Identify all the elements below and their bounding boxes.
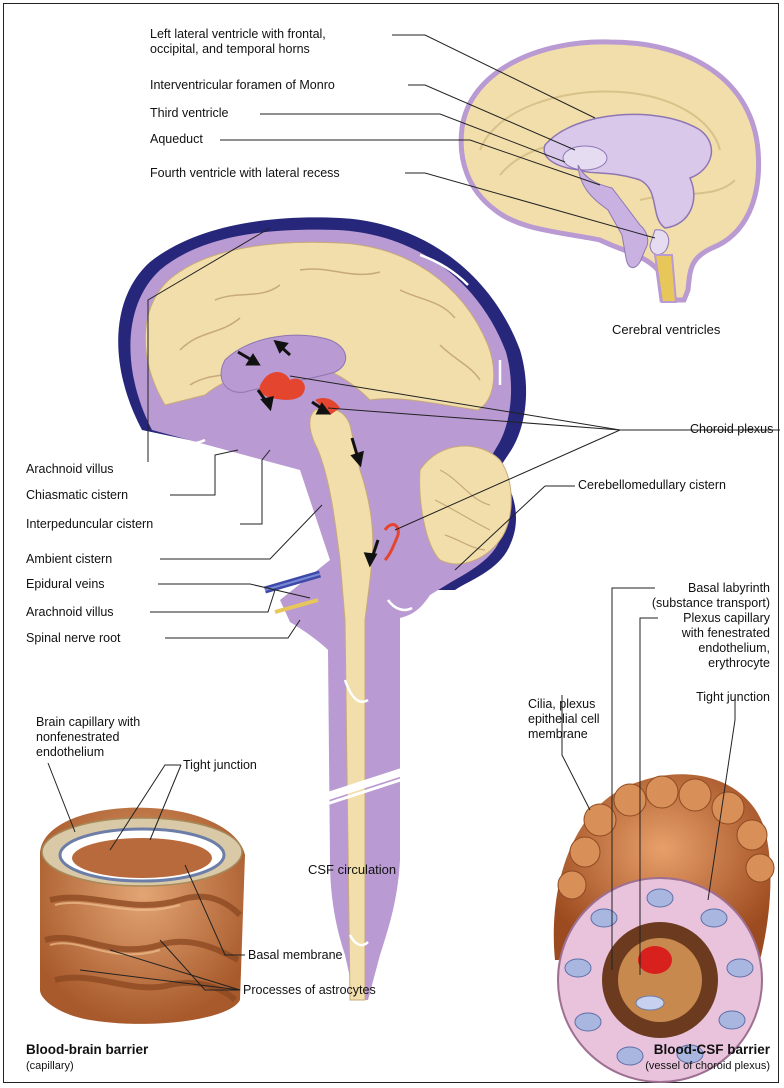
label-brain-capillary-line3: endothelium <box>36 745 104 760</box>
label-cilia-line1: Cilia, plexus <box>528 697 595 712</box>
cerebral-ventricles-illustration <box>461 42 758 302</box>
label-processes-astrocytes: Processes of astrocytes <box>243 983 376 998</box>
label-cerebellomedullary-cistern: Cerebellomedullary cistern <box>578 478 726 493</box>
label-third-ventricle: Third ventricle <box>150 106 229 121</box>
label-interpeduncular-cistern: Interpeduncular cistern <box>26 517 153 532</box>
label-cilia-line2: epithelial cell <box>528 712 600 727</box>
label-lateral-ventricle-line2: occipital, and temporal horns <box>150 42 310 57</box>
label-plexus-capillary-line1: Plexus capillary <box>683 611 770 626</box>
caption-csf-circulation: CSF circulation <box>308 862 396 877</box>
label-basal-labyrinth-line2: (substance transport) <box>652 596 770 611</box>
label-brain-capillary-line2: nonfenestrated <box>36 730 119 745</box>
label-fourth-ventricle: Fourth ventricle with lateral recess <box>150 166 340 181</box>
label-spinal-nerve-root: Spinal nerve root <box>26 631 121 646</box>
label-plexus-capillary-line4: erythrocyte <box>708 656 770 671</box>
label-epidural-veins: Epidural veins <box>26 577 105 592</box>
label-basal-membrane: Basal membrane <box>248 948 343 963</box>
label-cilia-line3: membrane <box>528 727 588 742</box>
label-plexus-capillary-line3: endothelium, <box>698 641 770 656</box>
label-aqueduct: Aqueduct <box>150 132 203 147</box>
caption-blood-csf-barrier-sub: (vessel of choroid plexus) <box>645 1060 770 1072</box>
label-plexus-capillary-line2: with fenestrated <box>682 626 770 641</box>
label-ambient-cistern: Ambient cistern <box>26 552 112 567</box>
label-foramen-monro: Interventricular foramen of Monro <box>150 78 335 93</box>
caption-blood-csf-barrier: Blood-CSF barrier <box>654 1042 770 1057</box>
label-basal-labyrinth-line1: Basal labyrinth <box>688 581 770 596</box>
label-tight-junction-right: Tight junction <box>696 690 770 705</box>
label-choroid-plexus: Choroid plexus <box>690 422 773 437</box>
label-lateral-ventricle-line1: Left lateral ventricle with frontal, <box>150 27 326 42</box>
caption-cerebral-ventricles: Cerebral ventricles <box>612 322 720 337</box>
caption-blood-brain-barrier-sub: (capillary) <box>26 1060 74 1072</box>
label-arachnoid-villus-top: Arachnoid villus <box>26 462 114 477</box>
label-chiasmatic-cistern: Chiasmatic cistern <box>26 488 128 503</box>
label-tight-junction-left: Tight junction <box>183 758 257 773</box>
blood-brain-barrier-illustration <box>40 808 245 1024</box>
caption-blood-brain-barrier: Blood-brain barrier <box>26 1042 148 1057</box>
label-arachnoid-villus-bottom: Arachnoid villus <box>26 605 114 620</box>
label-brain-capillary-line1: Brain capillary with <box>36 715 140 730</box>
blood-csf-barrier-illustration <box>554 774 774 1082</box>
